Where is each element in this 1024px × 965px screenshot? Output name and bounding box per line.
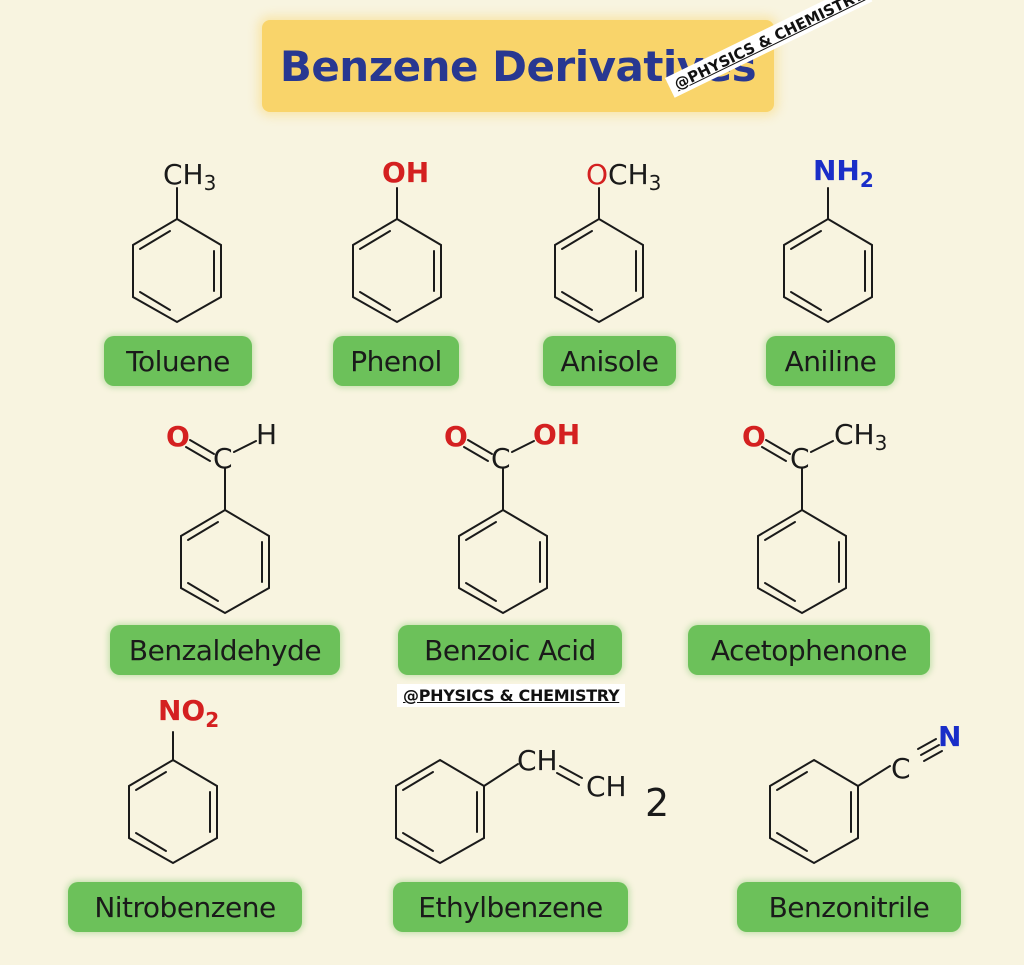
benzene-ring xyxy=(395,758,485,865)
benzaldehyde-structure xyxy=(180,439,270,615)
nitrobenzene-structure xyxy=(128,731,218,865)
label-aniline: Aniline xyxy=(766,336,895,386)
benzene-ring xyxy=(458,508,548,615)
toluene-structure xyxy=(132,187,222,324)
benzene-ring xyxy=(180,508,270,615)
phenol-oh-label: OH xyxy=(382,156,429,189)
acetophenone-c-label: C xyxy=(790,442,810,475)
label-toluene: Toluene xyxy=(104,336,252,386)
benzoic-acid-structure xyxy=(458,439,548,615)
benzene-ring xyxy=(757,508,847,615)
benzene-ring xyxy=(128,758,218,865)
aniline-nh2-label: NH2 xyxy=(813,154,874,192)
benzoic-c-label: C xyxy=(491,442,511,475)
label-nitrobenzene: Nitrobenzene xyxy=(68,882,302,932)
acetophenone-ch3-label: CH3 xyxy=(834,418,887,455)
ethylbenzene-ch2-label: CH xyxy=(586,770,627,803)
anisole-structure xyxy=(554,187,644,324)
benzene-ring xyxy=(769,758,859,865)
label-benzonitrile: Benzonitrile xyxy=(737,882,961,932)
benzonitrile-structure xyxy=(769,738,943,865)
ethylbenzene-structure xyxy=(395,758,583,865)
phenol-structure xyxy=(352,187,442,324)
benzoic-oh-label: OH xyxy=(533,418,580,451)
label-anisole: Anisole xyxy=(543,336,676,386)
label-acetophenone: Acetophenone xyxy=(688,625,930,675)
benzonitrile-n-label: N xyxy=(938,720,961,753)
benzaldehyde-c-label: C xyxy=(213,442,233,475)
benzene-ring xyxy=(132,217,222,324)
benzene-ring xyxy=(554,217,644,324)
label-benzoic-acid: Benzoic Acid xyxy=(398,625,622,675)
atom-labels: CH3 OH OCH3 NH2 O C H O C OH O C CH3 NO2… xyxy=(158,154,961,825)
toluene-ch-label: CH3 xyxy=(163,158,216,195)
label-benzaldehyde: Benzaldehyde xyxy=(110,625,340,675)
acetophenone-structure xyxy=(757,439,847,615)
benzoic-o-label: O xyxy=(444,420,468,453)
label-ethylbenzene: Ethylbenzene xyxy=(393,882,628,932)
watermark-middle: @PHYSICS & CHEMISTRY xyxy=(397,684,626,707)
acetophenone-o-label: O xyxy=(742,420,766,453)
benzonitrile-c-label: C xyxy=(891,752,911,785)
ethylbenzene-ch-label: CH xyxy=(517,744,558,777)
ethylbenzene-subscript-2: 2 xyxy=(645,781,669,825)
benzene-ring xyxy=(783,217,873,324)
benzene-ring xyxy=(352,217,442,324)
anisole-och3-label: OCH3 xyxy=(586,158,661,195)
nitrobenzene-no2-label: NO2 xyxy=(158,694,219,732)
aniline-structure xyxy=(783,187,873,324)
benzaldehyde-o-label: O xyxy=(166,420,190,453)
label-phenol: Phenol xyxy=(333,336,459,386)
benzaldehyde-h-label: H xyxy=(256,418,277,451)
